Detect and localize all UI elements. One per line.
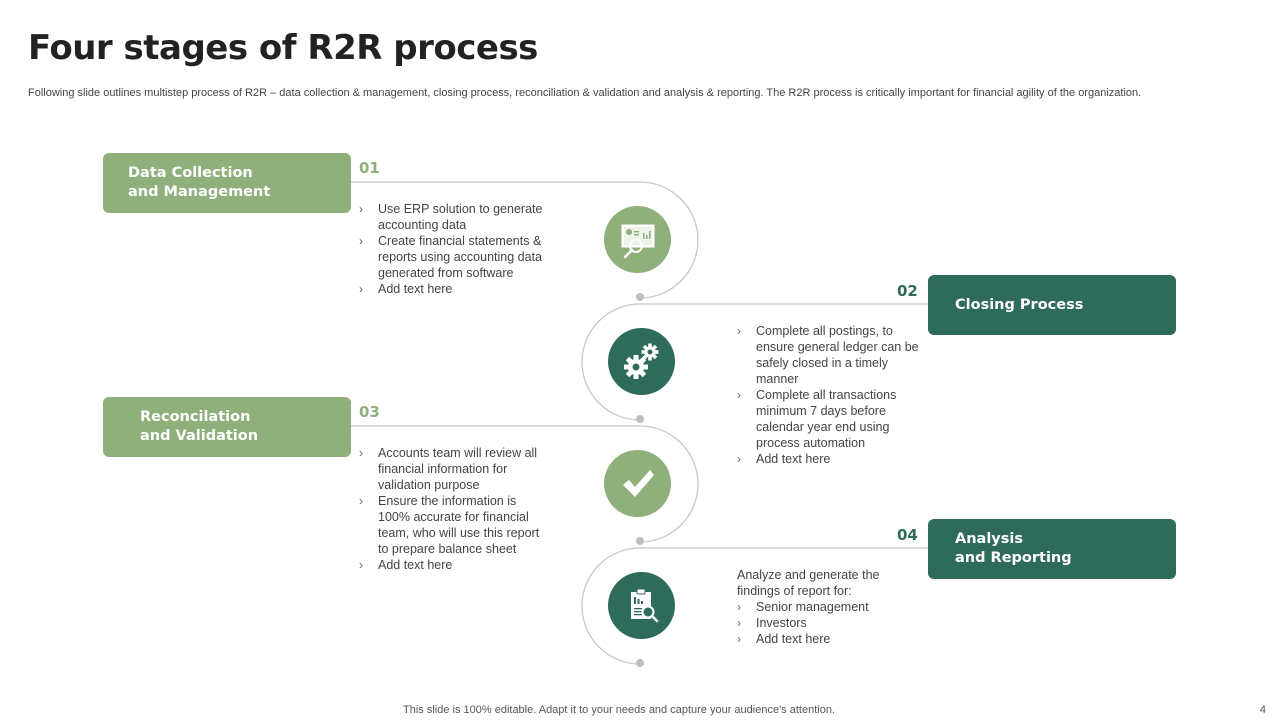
- stage-4-box: Analysis and Reporting: [928, 519, 1176, 579]
- stage-1-icon-circle: [604, 206, 671, 273]
- stage-3-icon-circle: [604, 450, 671, 517]
- stage-1-label-line1: Data Collection: [128, 165, 253, 181]
- stage-1-label-line2: and Management: [128, 184, 271, 200]
- list-item: ›Senior management: [737, 600, 869, 614]
- stage-2-number: 02: [897, 282, 918, 300]
- stage-2-box: Closing Process: [928, 275, 1176, 335]
- stage-1-number: 01: [359, 159, 380, 177]
- list-item: ›Ensure the information is 100% accurate…: [359, 494, 540, 556]
- chevron-right-icon: ›: [737, 324, 741, 338]
- track-segment-1: [350, 181, 699, 299]
- slide-title: Four stages of R2R process: [28, 28, 538, 68]
- list-item: ›Add text here: [737, 452, 831, 466]
- stage-4-label-line1: Analysis: [955, 531, 1023, 547]
- chevron-right-icon: ›: [737, 600, 741, 614]
- list-item: ›Create financial statements & reports u…: [359, 234, 542, 280]
- chevron-right-icon: ›: [359, 282, 363, 296]
- stage-3-box: Reconcilation and Validation: [103, 397, 351, 457]
- stage-4-intro: Analyze and generate the findings of rep…: [737, 568, 880, 598]
- stage-1-box: Data Collection and Management: [103, 153, 351, 213]
- monitor-magnifier-icon: [621, 224, 654, 258]
- chevron-right-icon: ›: [359, 494, 363, 508]
- stage-4-icon-circle: [608, 572, 675, 639]
- chevron-right-icon: ›: [737, 632, 741, 646]
- chevron-right-icon: ›: [359, 558, 363, 572]
- track-dot: [636, 415, 644, 423]
- stage-2-bullets: ›Complete all postings, to ensure genera…: [737, 323, 922, 467]
- list-item: ›Investors: [737, 616, 807, 630]
- chevron-right-icon: ›: [359, 202, 363, 216]
- page-number: 4: [1259, 704, 1266, 716]
- list-item: ›Add text here: [359, 282, 453, 296]
- chevron-right-icon: ›: [359, 446, 363, 460]
- track-dot: [636, 293, 644, 301]
- chevron-right-icon: ›: [737, 616, 741, 630]
- track-segment-3: [350, 425, 699, 543]
- clipboard-magnifier-icon: [630, 588, 658, 622]
- checkmark-icon: [622, 469, 654, 497]
- chevron-right-icon: ›: [737, 388, 741, 402]
- stage-3-bullets: ›Accounts team will review all financial…: [359, 445, 544, 573]
- gears-icon: [623, 343, 658, 379]
- list-item: ›Complete all transactions minimum 7 day…: [737, 388, 897, 450]
- slide-subtitle: Following slide outlines multistep proce…: [28, 87, 1142, 99]
- stage-3-label-line2: and Validation: [140, 428, 259, 444]
- list-item: ›Accounts team will review all financial…: [359, 446, 538, 492]
- stage-3-number: 03: [359, 403, 380, 421]
- track-segment-2: [581, 303, 930, 421]
- list-item: ›Add text here: [359, 558, 453, 572]
- stage-1-bullets: ›Use ERP solution to generate accounting…: [359, 201, 544, 297]
- stage-4-number: 04: [897, 526, 918, 544]
- stage-3-label-line1: Reconcilation: [140, 409, 251, 425]
- list-item: ›Use ERP solution to generate accounting…: [359, 202, 543, 232]
- track-dot: [636, 659, 644, 667]
- stage-4-label-line2: and Reporting: [955, 550, 1072, 566]
- footer-note: This slide is 100% editable. Adapt it to…: [403, 704, 835, 716]
- stage-4-bullets: Analyze and generate the findings of rep…: [737, 567, 922, 647]
- chevron-right-icon: ›: [737, 452, 741, 466]
- stage-2-icon-circle: [608, 328, 675, 395]
- stage-2-label-line1: Closing Process: [955, 296, 1084, 313]
- list-item: ›Add text here: [737, 632, 831, 646]
- list-item: ›Complete all postings, to ensure genera…: [737, 324, 919, 386]
- track-dot: [636, 537, 644, 545]
- track-segment-4: [581, 547, 930, 665]
- chevron-right-icon: ›: [359, 234, 363, 248]
